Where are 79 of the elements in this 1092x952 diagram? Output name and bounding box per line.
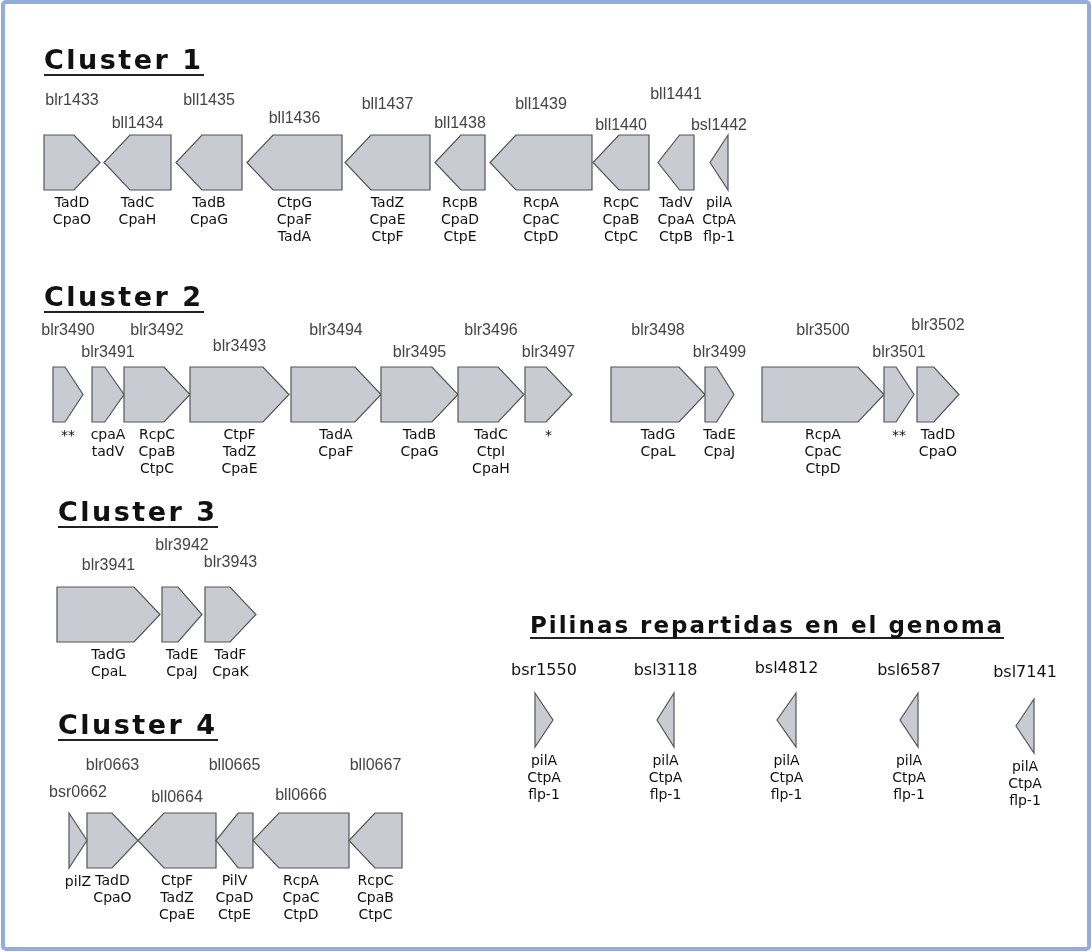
locus-tag: blr3496 [464, 321, 518, 338]
locus-tag: bll1438 [434, 114, 486, 131]
protein-names: * [545, 427, 552, 444]
locus-tag: bll1437 [361, 95, 414, 112]
locus-tag: blr0663 [85, 756, 140, 773]
locus-tag: bsl1442 [690, 116, 747, 133]
protein-names: pilA CtpA flp-1 [527, 752, 561, 803]
locus-tag: blr3499 [692, 343, 747, 360]
locus-tag: blr3500 [796, 321, 850, 338]
locus-tag: bll1439 [515, 95, 567, 112]
locus-tag: bll1435 [183, 91, 235, 108]
locus-tag: blr3494 [309, 321, 363, 338]
protein-names: TadG CpaL [640, 426, 676, 460]
locus-tag: blr3491 [81, 343, 135, 360]
locus-tag: bsr1550 [511, 660, 577, 679]
protein-names: RcpA CpaC CtpD [804, 426, 842, 477]
locus-tag: bll0666 [275, 786, 327, 803]
locus-tag: bsl4812 [754, 658, 819, 677]
protein-names: TadG CpaL [90, 646, 126, 680]
locus-tag: blr3942 [155, 536, 209, 553]
locus-tag: bll1436 [268, 109, 321, 126]
protein-names: TadC CpaH [118, 194, 157, 228]
protein-names: RcpA CpaC CtpD [282, 872, 320, 923]
protein-names: RcpC CpaB CtpC [602, 194, 640, 245]
locus-tag: bsl6587 [877, 660, 941, 679]
protein-names: RcpA CpaC CtpD [522, 194, 560, 245]
protein-names: TadA CpaF [318, 426, 354, 460]
locus-tag: blr1433 [45, 91, 99, 108]
locus-tag: bsr0662 [49, 783, 107, 800]
protein-names: ** [892, 427, 906, 444]
locus-tag: bll0665 [208, 756, 261, 773]
locus-tag: bll1440 [595, 116, 647, 133]
protein-names: CtpF TadZ CpaE [221, 426, 258, 477]
section-heading: Cluster 1 [44, 46, 204, 77]
protein-names: CtpG CpaF TadA [276, 194, 313, 245]
section-heading: Cluster 3 [58, 498, 218, 529]
protein-names: pilA CtpA flp-1 [892, 752, 926, 803]
locus-tag: blr3941 [81, 556, 136, 573]
locus-tag: blr3497 [521, 343, 576, 360]
protein-names: TadE CpaJ [703, 426, 736, 460]
protein-names: pilA CtpA flp-1 [648, 752, 683, 803]
protein-names: CtpF TadZ CpaE [158, 872, 196, 923]
protein-names: cpaA tadV [90, 426, 126, 460]
locus-tag: blr3490 [41, 321, 95, 338]
section-heading: Cluster 4 [58, 711, 218, 742]
locus-tag: blr3502 [911, 316, 965, 333]
locus-tag: bsl7141 [993, 662, 1057, 681]
protein-names: TadV CpaA CtpB [657, 194, 695, 245]
protein-names: RcpC CpaB CtpC [138, 426, 176, 477]
locus-tag: bll0667 [349, 756, 402, 773]
protein-names: PilV CpaD CtpE [215, 872, 254, 923]
protein-names: ** [61, 427, 75, 444]
protein-names: RcpB CpaD CtpE [441, 194, 479, 245]
locus-tag: blr3495 [392, 343, 447, 360]
locus-tag: bll0664 [151, 788, 203, 805]
protein-names: TadD CpaO [52, 194, 92, 228]
locus-tag: bll1441 [650, 85, 702, 102]
protein-names: TadC CtpI CpaH [472, 426, 510, 477]
protein-names: TadD CpaO [918, 426, 958, 460]
protein-names: pilA CtpA flp-1 [769, 752, 804, 803]
locus-tag: blr3498 [631, 321, 685, 338]
protein-names: pilA CtpA flp-1 [702, 194, 736, 245]
locus-tag: blr3501 [872, 343, 926, 360]
locus-tag: blr3943 [203, 553, 258, 570]
locus-tag: bll1434 [111, 114, 164, 131]
locus-tag: blr3492 [130, 321, 184, 338]
section-heading: Cluster 2 [44, 283, 204, 314]
protein-names: pilA CtpA flp-1 [1008, 758, 1042, 809]
locus-tag: bsl3118 [633, 660, 698, 679]
protein-names: TadD CpaO [93, 872, 132, 906]
protein-names: TadB CpaG [400, 426, 439, 460]
protein-names: TadB CpaG [189, 194, 229, 228]
protein-names: RcpC CpaB CtpC [357, 872, 394, 923]
protein-names: pilZ [64, 873, 92, 890]
protein-names: TadF CpaK [212, 646, 249, 680]
section-heading: Pilinas repartidas en el genoma [530, 613, 1005, 640]
locus-tag: blr3493 [212, 337, 267, 354]
protein-names: TadZ CpaE CtpF [369, 194, 406, 245]
protein-names: TadE CpaJ [165, 646, 199, 680]
